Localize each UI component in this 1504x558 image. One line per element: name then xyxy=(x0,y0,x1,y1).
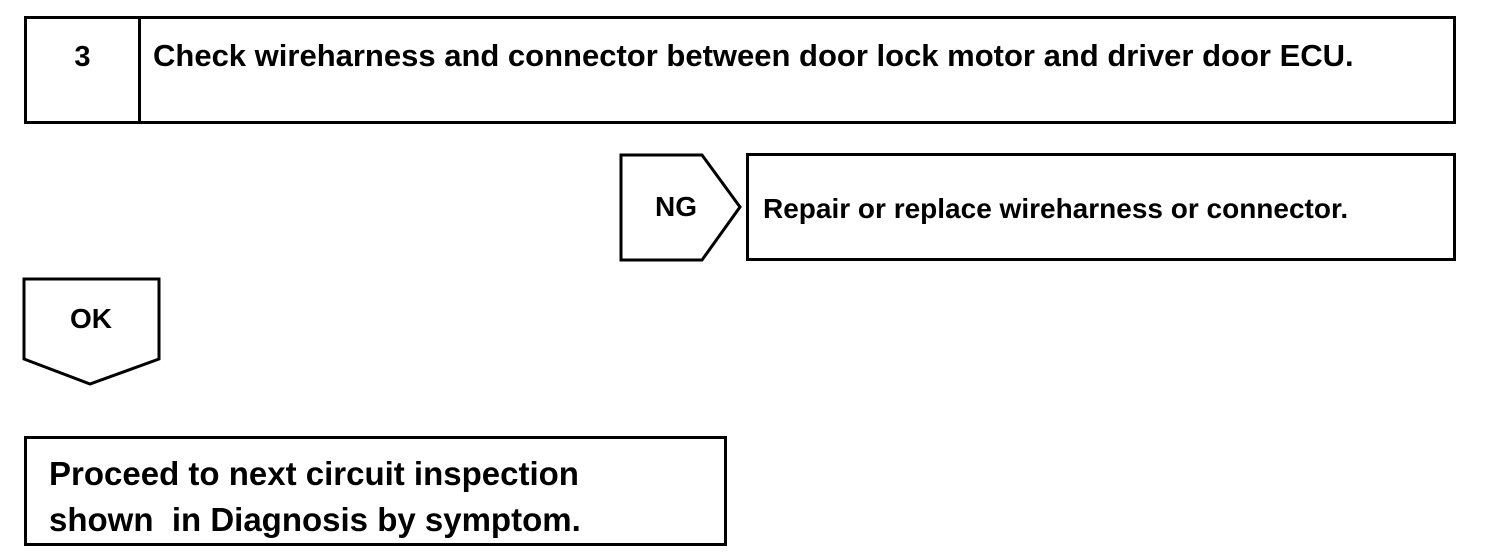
step-number: 3 xyxy=(27,19,141,121)
ng-action-text: Repair or replace wireharness or connect… xyxy=(763,193,1349,224)
ng-label: NG xyxy=(655,191,697,222)
proceed-line-2: shown in Diagnosis by symptom. xyxy=(49,501,581,538)
ok-arrow-shape xyxy=(22,277,161,386)
proceed-line-1: Proceed to next circuit inspection xyxy=(49,455,579,492)
proceed-box: Proceed to next circuit inspection shown… xyxy=(24,436,727,546)
ng-arrow-shape xyxy=(619,153,742,262)
step-title: Check wireharness and connector between … xyxy=(153,38,1354,73)
ok-label: OK xyxy=(70,303,112,334)
ng-action-box: Repair or replace wireharness or connect… xyxy=(746,153,1456,261)
inspection-step-box: 3 Check wireharness and connector betwee… xyxy=(24,16,1456,124)
